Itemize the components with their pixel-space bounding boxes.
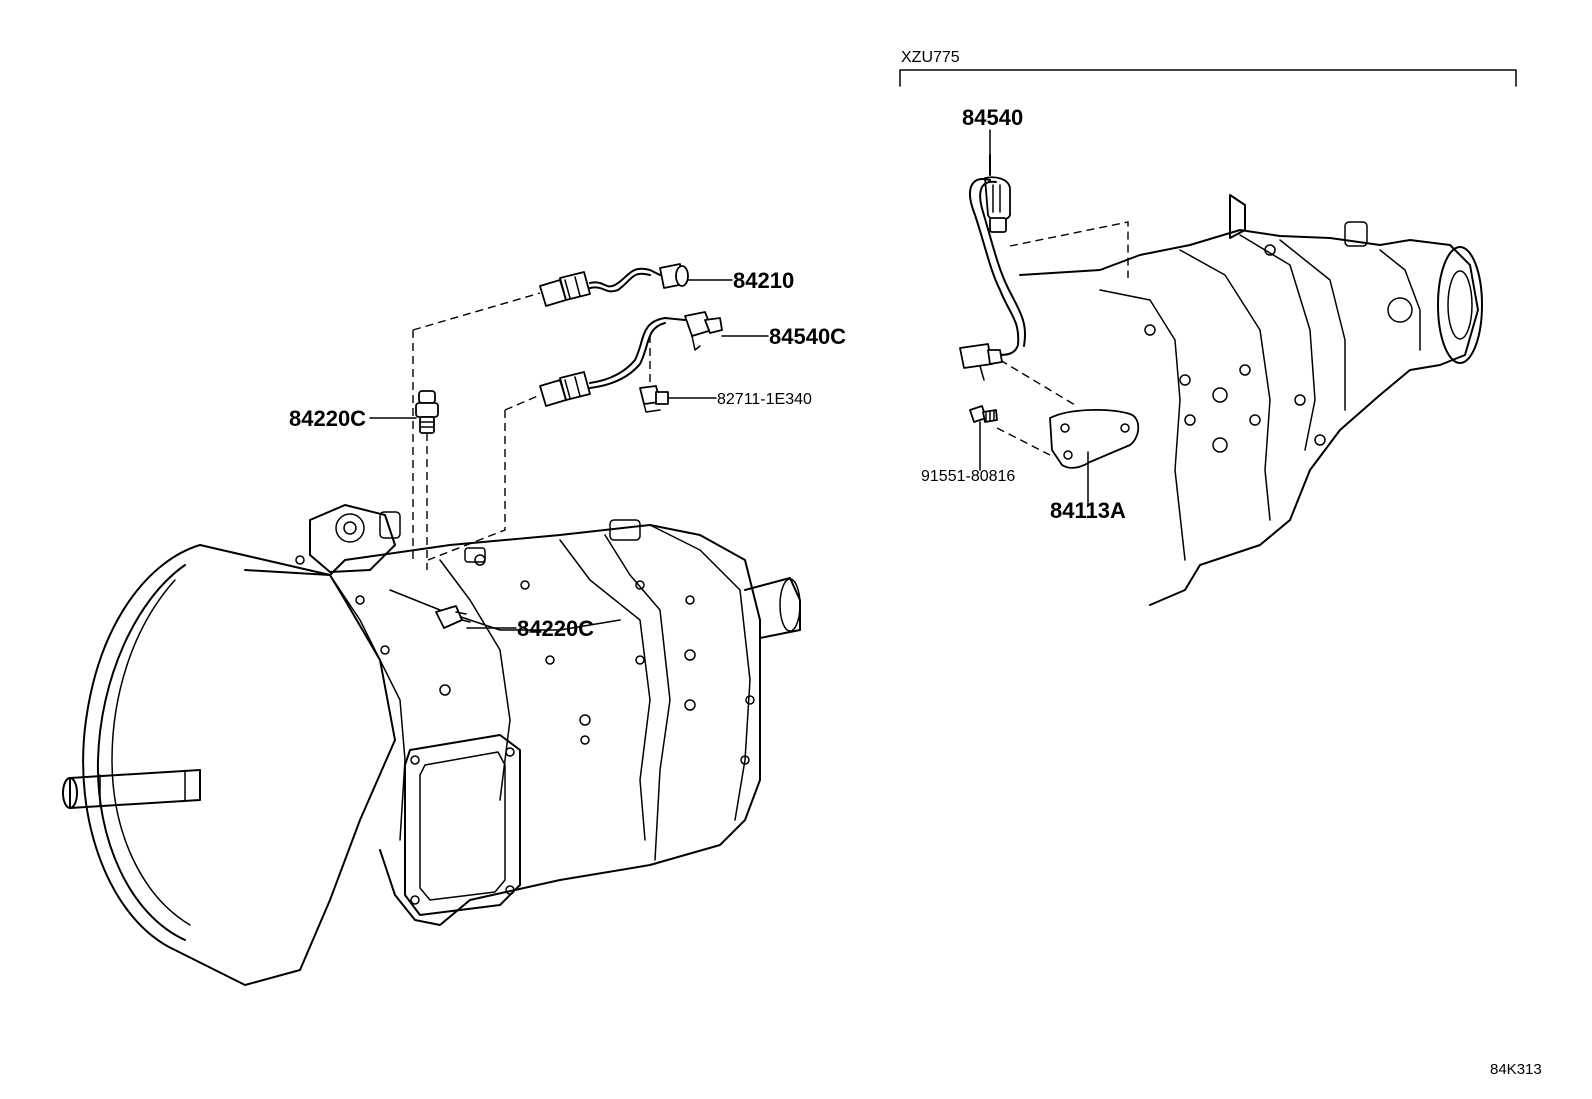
callout-84113a: 84113A — [1050, 498, 1126, 523]
callout-91551-80816: 91551-80816 — [921, 468, 1015, 485]
dash-line-6 — [999, 359, 1076, 406]
dash-line-2 — [412, 292, 541, 560]
sensor-84540 — [959, 154, 1026, 381]
dash-line-7 — [996, 427, 1051, 456]
callout-84540c: 84540C — [769, 324, 846, 349]
callout-84540: 84540 — [962, 105, 1023, 130]
dash-line-5 — [1009, 221, 1129, 278]
callout-84220c-top: 84220C — [289, 406, 366, 431]
bolt-91551 — [969, 405, 998, 423]
dash-line-3 — [427, 394, 541, 561]
transmission-assembly — [62, 504, 801, 986]
group-label: XZU775 — [901, 49, 960, 66]
clamp-82711 — [639, 385, 669, 413]
group-bracket — [899, 69, 1517, 87]
sensor-84540c — [539, 311, 723, 407]
switch-84220c-loose — [415, 390, 439, 434]
callout-84220c-mid: 84220C — [517, 616, 594, 641]
diagram-code: 84K313 — [1490, 1061, 1542, 1078]
switch-84220c-on-case — [435, 605, 471, 629]
callout-84210: 84210 — [733, 268, 794, 293]
bracket-84113a — [1049, 409, 1140, 469]
callout-82711-1e340: 82711-1E340 — [717, 391, 812, 408]
sensor-84210 — [539, 263, 689, 307]
transfer-case-assembly — [1019, 194, 1483, 606]
